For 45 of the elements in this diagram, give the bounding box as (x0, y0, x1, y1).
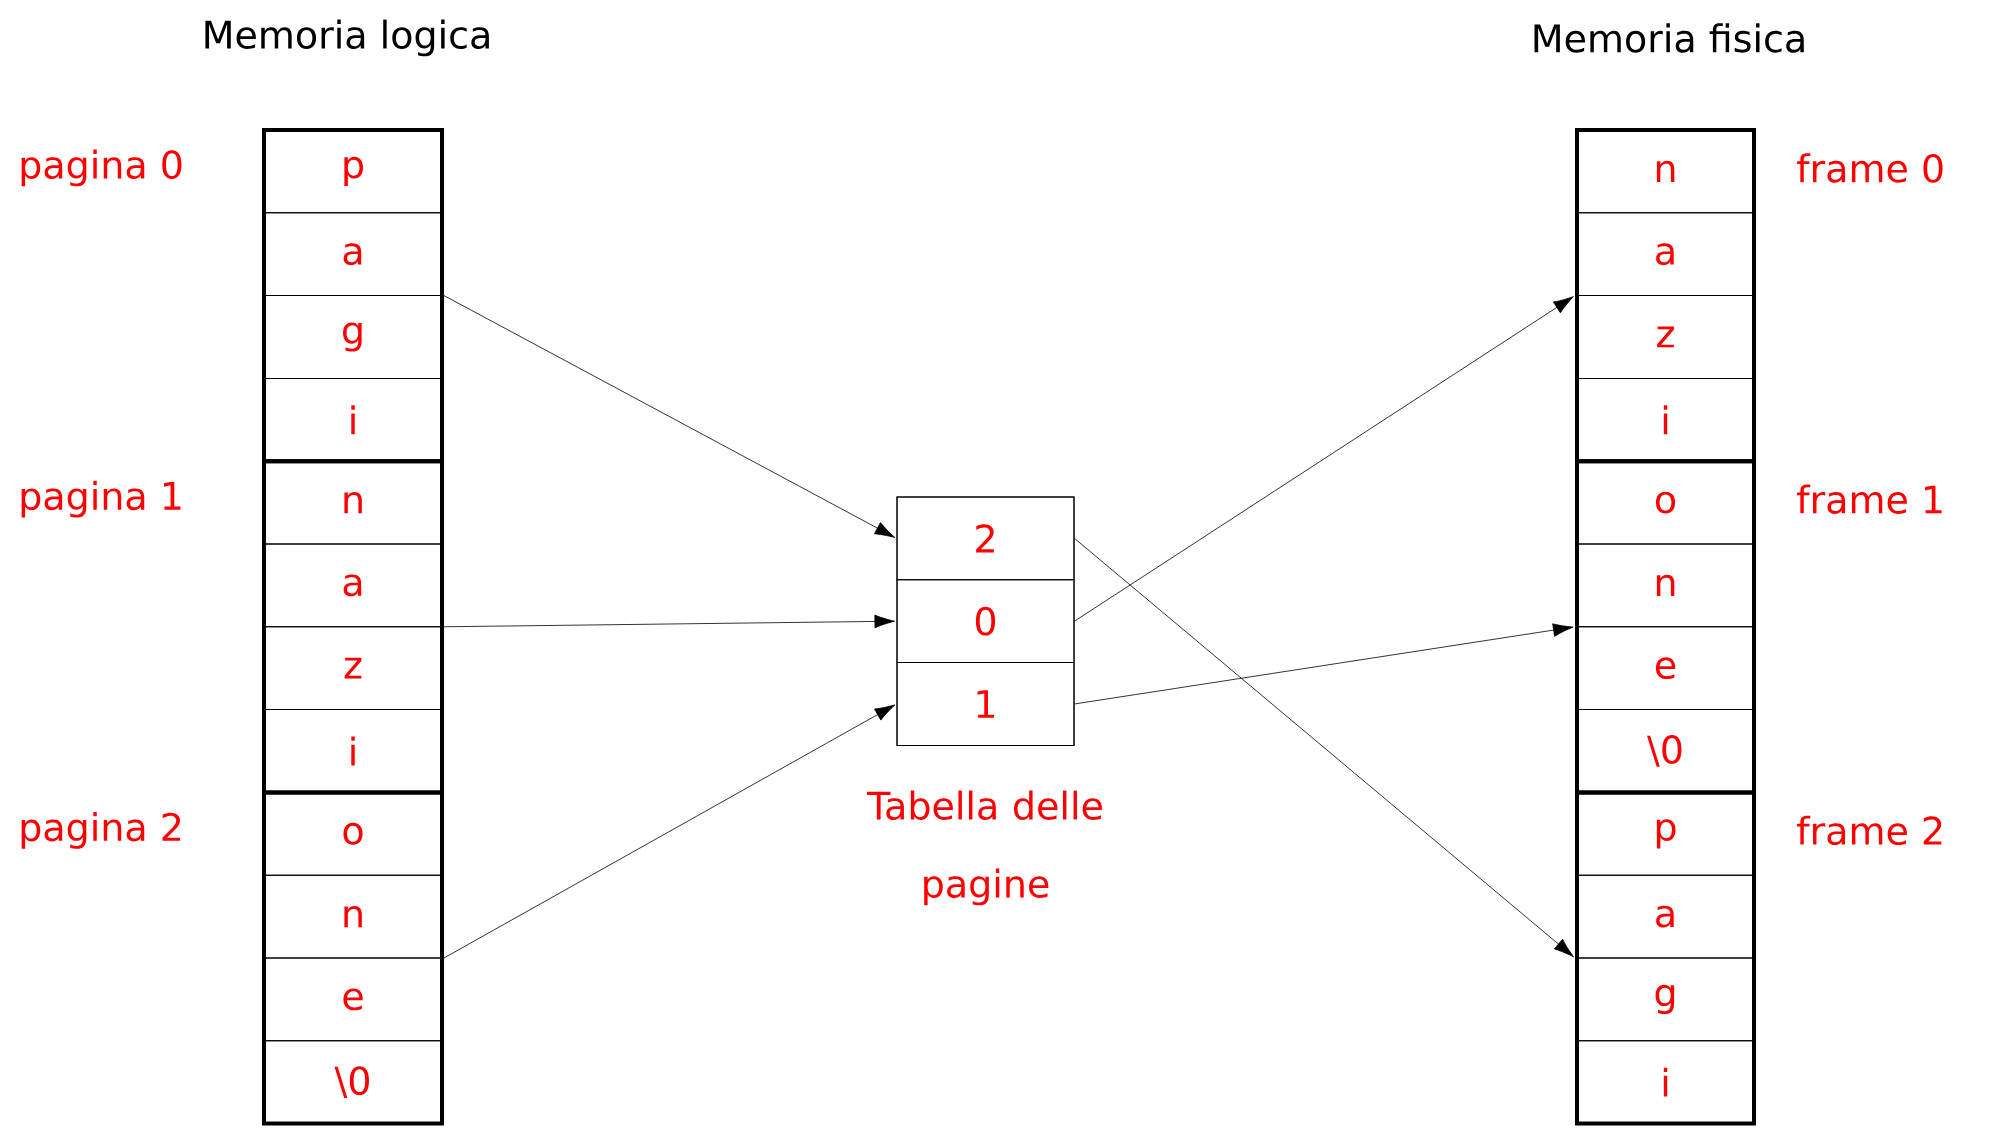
page-block (262, 790, 444, 1126)
page-label: pagina 1 (21, 480, 181, 518)
node-label: n (1656, 160, 1675, 183)
memory-cell: e (263, 957, 443, 1042)
node-label: o (1655, 491, 1676, 514)
page-table (896, 496, 1075, 746)
memory-cell: i (263, 709, 443, 793)
node-label: 2 (976, 524, 994, 553)
memory-cell: \0 (263, 1040, 443, 1125)
memory-cell: z (1576, 295, 1755, 379)
memory-cell: a (1576, 874, 1755, 959)
memory-cell: a (1576, 212, 1755, 297)
node-label: p (344, 156, 363, 186)
frame-label: frame 2 (1797, 815, 1942, 846)
memory-cell: i (1576, 1040, 1755, 1125)
memory-title: Memoria fisica (1534, 23, 1804, 53)
frame-label: frame 0 (1797, 153, 1943, 183)
memory-cell: 1 (896, 662, 1075, 746)
arrow (1074, 623, 1574, 705)
memory-cell: g (1576, 957, 1755, 1042)
arrow (443, 614, 895, 629)
arrow (443, 704, 896, 959)
table-caption: Tabella delle pagine (867, 790, 1102, 906)
node-label: o (343, 822, 363, 845)
memory-cell: g (263, 295, 443, 379)
memory-cell: \0 (1576, 709, 1755, 793)
memory-cell: i (1576, 377, 1755, 462)
arrow (443, 295, 896, 538)
memory-cell: i (263, 377, 443, 462)
arrow (1074, 296, 1574, 622)
arrow (1074, 538, 1574, 958)
memory-cell: e (1576, 626, 1755, 711)
page-label: pagina 2 (21, 812, 181, 849)
frame-label: frame 1 (1797, 484, 1942, 514)
memory-cell: a (263, 212, 443, 297)
node-label: p (1656, 819, 1676, 849)
memory-cell: n (1576, 543, 1755, 628)
memory-title: Memoria logica (205, 19, 489, 57)
page-block (1575, 790, 1756, 1126)
memory-cell: 0 (896, 579, 1075, 664)
memory-cell: n (263, 874, 443, 959)
page-label: pagina 0 (21, 149, 182, 187)
memory-cell: a (263, 543, 443, 628)
memory-cell: z (263, 626, 443, 711)
node-label: n (344, 491, 362, 514)
